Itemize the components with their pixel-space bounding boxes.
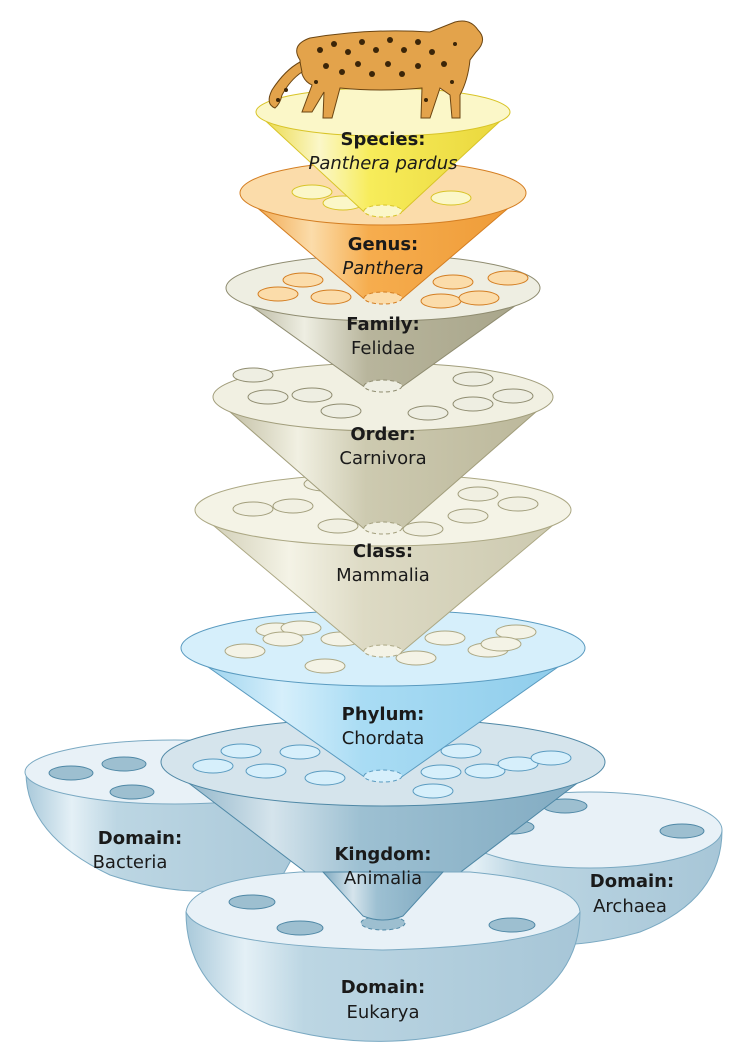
hole (458, 290, 500, 306)
tip-hole-species (363, 204, 403, 218)
rank-label-kingdom: Kingdom: (334, 844, 431, 865)
leopard-icon (268, 20, 483, 119)
rank-label-class: Class: (353, 541, 413, 562)
hole (262, 631, 304, 647)
cone-phylum (180, 609, 586, 782)
cone-tip-kingdom (321, 871, 445, 921)
hole (220, 743, 262, 759)
hole (320, 403, 362, 419)
hole (192, 758, 234, 774)
tip-hole-genus (363, 291, 403, 305)
hole (488, 917, 536, 933)
hole (228, 894, 276, 910)
hole (452, 371, 494, 387)
hole (48, 765, 94, 781)
hole (317, 518, 359, 534)
hole (280, 620, 322, 636)
taxon-name-class: Mammalia (336, 565, 430, 586)
hole (224, 643, 266, 659)
taxon-name-genus: Panthera (342, 258, 423, 279)
domain-eukarya-rank: Domain: (341, 977, 425, 998)
taxon-name-species: Panthera pardus (308, 153, 457, 174)
hole (420, 293, 462, 309)
hole (497, 496, 539, 512)
hole (304, 658, 346, 674)
hole (109, 784, 155, 800)
hole (276, 920, 324, 936)
hole (310, 289, 352, 305)
rank-label-genus: Genus: (348, 234, 419, 255)
hole (291, 184, 333, 200)
tip-hole-class (363, 644, 403, 658)
domain-bacteria-rank: Domain: (98, 828, 182, 849)
domain-archaea-rank: Domain: (590, 871, 674, 892)
rank-label-phylum: Phylum: (342, 704, 425, 725)
rank-label-species: Species: (340, 129, 425, 150)
hole (402, 521, 444, 537)
tip-hole-order (363, 521, 403, 535)
domain-eukarya-bowl: Domain: Eukarya (185, 871, 581, 1042)
hole (279, 744, 321, 760)
taxon-name-order: Carnivora (339, 448, 426, 469)
hole (282, 272, 324, 288)
taxon-name-kingdom: Animalia (344, 868, 422, 889)
hole (101, 756, 147, 772)
hole (440, 743, 482, 759)
rank-label-order: Order: (350, 424, 415, 445)
hole (447, 508, 489, 524)
hole (407, 405, 449, 421)
taxon-name-family: Felidae (351, 338, 415, 359)
rank-label-family: Family: (346, 314, 419, 335)
hole (432, 274, 474, 290)
tip-hole-family (363, 379, 403, 393)
domain-archaea-name: Archaea (593, 896, 667, 917)
hole (395, 650, 437, 666)
hole (487, 270, 529, 286)
hole (659, 823, 705, 839)
domain-bacteria-name: Bacteria (93, 852, 168, 873)
domain-eukarya-name: Eukarya (346, 1002, 419, 1023)
hole (497, 756, 539, 772)
hole (452, 396, 494, 412)
hole (480, 636, 522, 652)
taxon-name-phylum: Chordata (342, 728, 425, 749)
hole (464, 763, 506, 779)
hole (232, 501, 274, 517)
hole (530, 750, 572, 766)
hole (304, 770, 346, 786)
hole (272, 498, 314, 514)
hole (412, 783, 454, 799)
hole (492, 388, 534, 404)
hole (291, 387, 333, 403)
hole (232, 367, 274, 383)
hole (245, 763, 287, 779)
hole (257, 286, 299, 302)
hole (420, 764, 462, 780)
tip-hole-phylum (363, 769, 403, 783)
hole (430, 190, 472, 206)
hole (247, 389, 289, 405)
hole (457, 486, 499, 502)
hole (424, 630, 466, 646)
